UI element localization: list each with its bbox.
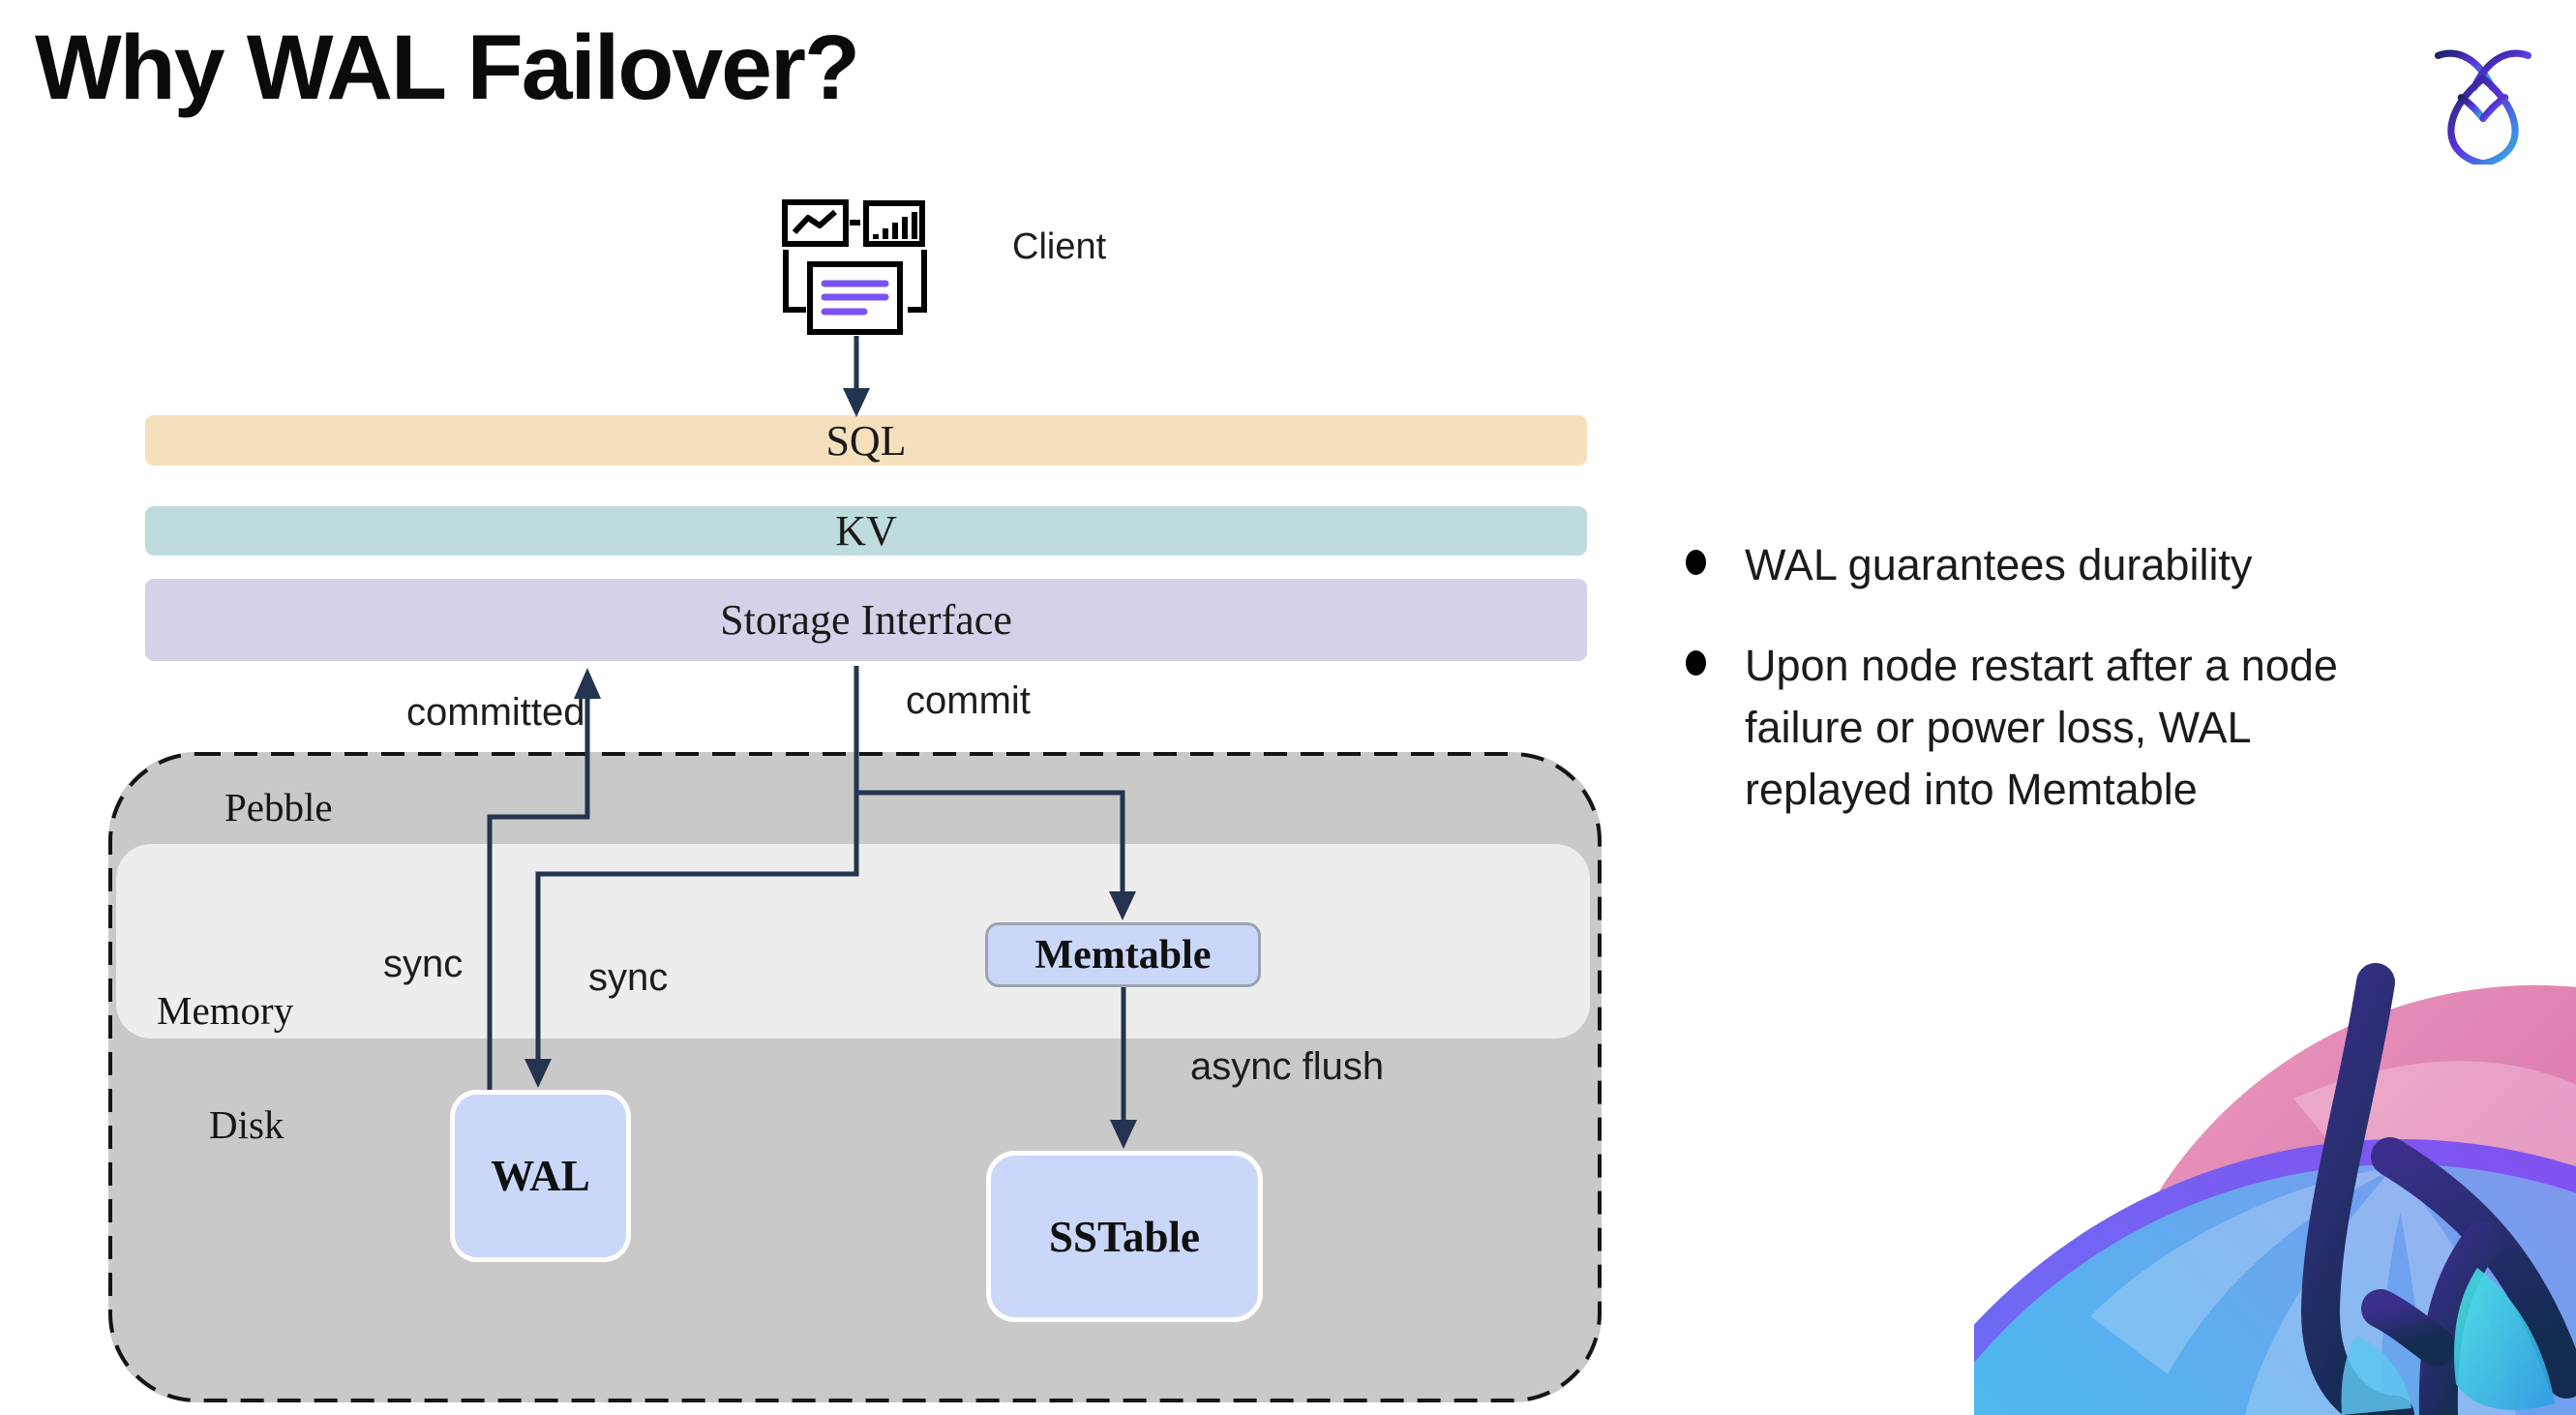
layer-label-sql: SQL — [825, 416, 907, 465]
node-memtable-label: Memtable — [1034, 932, 1212, 978]
bullet-text: WAL guarantees durability — [1745, 540, 2253, 589]
bullet-dot-icon — [1686, 649, 1706, 676]
node-wal-label: WAL — [491, 1152, 590, 1200]
edge-label-async-flush: async flush — [1190, 1045, 1385, 1088]
client-terminal-icon — [782, 199, 927, 335]
list-item: Upon node restart after a node failure o… — [1686, 635, 2479, 821]
cockroachdb-logo-icon — [2435, 49, 2531, 165]
edge-label-sync-right: sync — [588, 956, 669, 999]
client-label: Client — [1012, 226, 1107, 267]
bullet-list: WAL guarantees durability Upon node rest… — [1686, 534, 2479, 859]
bullet-dot-icon — [1686, 550, 1706, 575]
bullet-text: Upon node restart after a node failure o… — [1745, 640, 2338, 814]
node-memtable: Memtable — [985, 922, 1261, 987]
layer-label-kv: KV — [835, 507, 897, 555]
pebble-label: Pebble — [225, 785, 333, 829]
list-item: WAL guarantees durability — [1686, 534, 2479, 596]
cockroach-brand-art — [1974, 963, 2576, 1415]
node-sstable-label: SSTable — [1049, 1212, 1200, 1261]
node-sstable: SSTable — [986, 1151, 1263, 1322]
memory-band — [116, 844, 1590, 1039]
page-title: Why WAL Failover? — [35, 16, 860, 119]
layer-bar-kv: KV — [145, 506, 1587, 556]
edge-label-commit: commit — [906, 679, 1031, 722]
layer-bar-storage-interface: Storage Interface — [145, 579, 1587, 661]
layer-bar-sql: SQL — [145, 415, 1587, 466]
node-wal: WAL — [450, 1090, 631, 1262]
disk-label: Disk — [209, 1102, 285, 1147]
memory-label: Memory — [157, 988, 294, 1033]
edge-label-committed: committed — [406, 691, 585, 734]
edge-label-sync-left: sync — [383, 943, 464, 985]
layer-label-storage-interface: Storage Interface — [720, 596, 1012, 644]
